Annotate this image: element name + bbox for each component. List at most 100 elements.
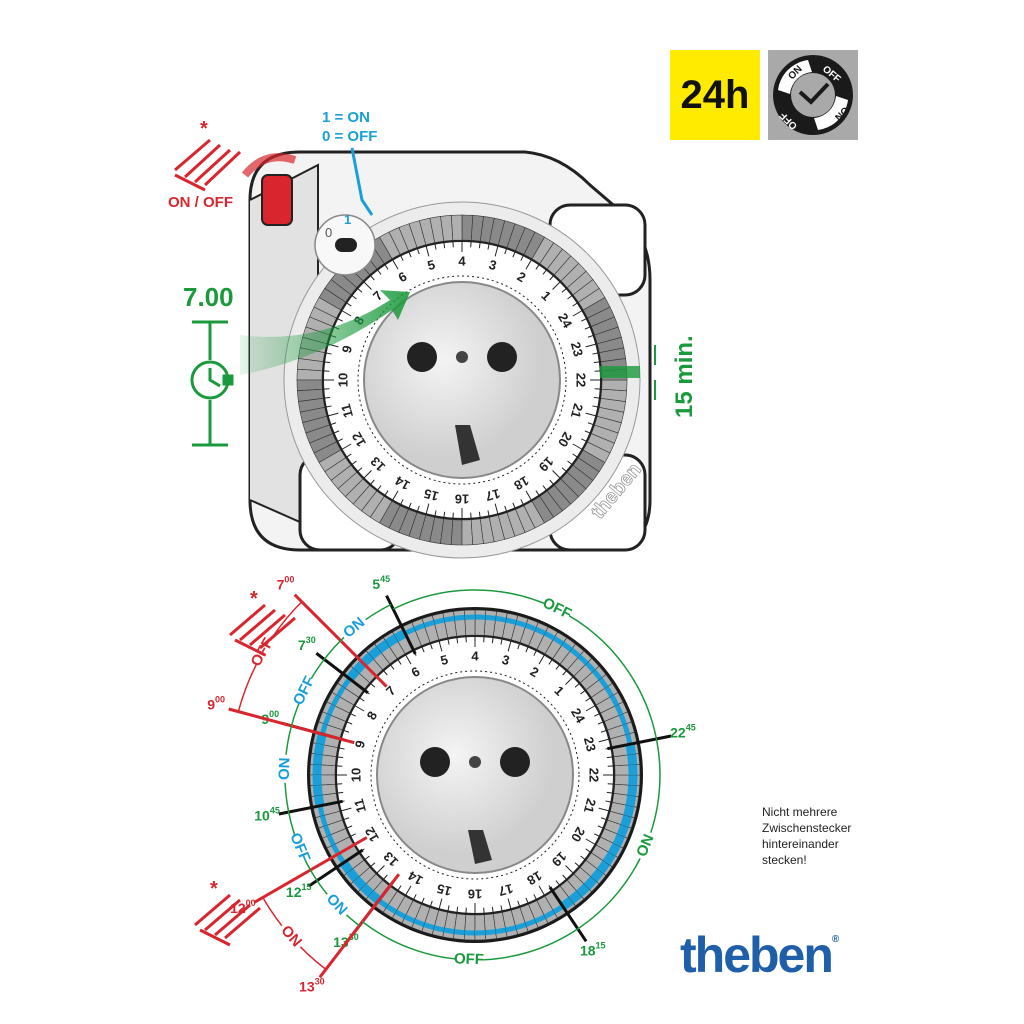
- hour-label: 22: [574, 373, 589, 387]
- hour-label: 17: [497, 881, 515, 899]
- hour-label: 12: [349, 430, 369, 450]
- switching-segment[interactable]: [601, 379, 628, 392]
- segment-state-band: [620, 814, 632, 828]
- segment-state-band: [423, 619, 435, 628]
- hour-tick: [447, 905, 450, 912]
- switch-time-label: 900: [207, 695, 225, 712]
- segment-state-band: [323, 824, 332, 837]
- hour-tick: [500, 638, 503, 645]
- hour-label: 18: [512, 473, 532, 493]
- hour-tick: [376, 485, 382, 491]
- segment-state-band: [352, 876, 367, 890]
- segment-state-band: [505, 925, 517, 933]
- hour-label: 23: [568, 340, 586, 358]
- hour-tick: [478, 242, 481, 249]
- hour-tick: [357, 287, 363, 293]
- switching-segment[interactable]: [450, 519, 463, 546]
- on-off-mode-badge: ON OFF OFF ON: [768, 50, 858, 140]
- hour-tick: [517, 900, 521, 907]
- hour-tick: [533, 650, 537, 656]
- hour-tick: [512, 502, 516, 509]
- segment-state-band: [339, 860, 354, 874]
- segment-state-band: [625, 733, 633, 745]
- hour-label: 16: [468, 887, 482, 902]
- interval-label-bg: [275, 920, 307, 953]
- minute-ticks: [357, 275, 567, 485]
- switch-time-label: 700: [277, 575, 295, 592]
- hour-tick: [343, 729, 350, 733]
- socket-hole-right: [500, 747, 530, 777]
- set-time-arrow-icon: [240, 290, 410, 375]
- hour-tick: [565, 865, 574, 874]
- switch-on-legend: 1 = ON: [322, 109, 370, 126]
- hour-tick: [384, 490, 389, 496]
- hour-label: 12: [362, 825, 382, 845]
- segment-step-label: 15 min.: [671, 335, 698, 418]
- manual-onoff-label: ON / OFF: [168, 194, 233, 211]
- manual-switch-knob[interactable]: [261, 174, 293, 226]
- hour-tick: [504, 505, 508, 512]
- hour-tick: [552, 470, 561, 479]
- hour-tick: [346, 453, 352, 458]
- hour-tick: [535, 264, 540, 270]
- hour-label: 10: [335, 373, 350, 387]
- hour-tick: [585, 705, 596, 712]
- switching-segment[interactable]: [474, 609, 487, 636]
- segment-state-band: [622, 723, 631, 735]
- hour-tick: [478, 511, 481, 518]
- hour-tick: [538, 654, 545, 665]
- clock-symbol-icon: [190, 320, 234, 447]
- hour-tick: [369, 275, 375, 281]
- interval-label-bg: [338, 613, 371, 644]
- switch-time-marker: [607, 734, 672, 751]
- segment-state-band: [360, 652, 374, 667]
- hour-tick: [574, 682, 580, 688]
- hour-tick: [341, 310, 352, 317]
- segment-state-band: [384, 634, 399, 648]
- channel-switch[interactable]: 1 0: [314, 212, 376, 276]
- hour-tick: [598, 807, 610, 812]
- interval-label-bg: [276, 754, 294, 784]
- interval-label-bg: [286, 831, 313, 864]
- switch-time-label: 2245: [670, 723, 696, 740]
- 24h-badge: 24h: [670, 50, 760, 140]
- hour-tick: [504, 248, 508, 255]
- socket-bottom: [376, 676, 574, 874]
- switch-time-label: 730: [298, 635, 316, 652]
- hour-tick: [330, 422, 337, 426]
- rotate-arrow-icon: [241, 153, 297, 178]
- switching-segment[interactable]: [461, 214, 474, 241]
- switch-time-label: 1045: [254, 806, 280, 823]
- switch-position-0: 0: [325, 225, 332, 240]
- hour-tick: [598, 738, 610, 743]
- hour-tick: [597, 825, 604, 829]
- note-line: Zwischenstecker: [762, 821, 852, 835]
- hour-tick: [597, 721, 604, 725]
- hour-tick: [507, 640, 512, 652]
- segment-state-band: [609, 694, 619, 707]
- segment-state-band: [602, 851, 616, 866]
- hour-tick: [397, 885, 402, 891]
- hour-tick: [421, 897, 425, 904]
- switching-segment[interactable]: [296, 368, 323, 381]
- segment-state-band: [376, 639, 390, 654]
- 24h-label: 24h: [680, 72, 750, 117]
- segment-state-band: [315, 732, 327, 746]
- manual-switch-marker: [318, 873, 401, 979]
- segment-state-band: [596, 860, 611, 874]
- switching-segment[interactable]: [463, 914, 476, 941]
- hour-tick: [351, 460, 357, 466]
- asterisk-note-2: *: [210, 878, 218, 900]
- socket-hole-left: [407, 342, 437, 372]
- segment-state-band: [485, 614, 496, 621]
- switch-off-legend: 0 = OFF: [322, 128, 377, 145]
- hour-label: 3: [500, 652, 511, 668]
- hour-tick: [382, 874, 388, 880]
- hour-tick: [456, 906, 459, 913]
- hour-tick: [525, 897, 529, 904]
- hour-tick: [405, 885, 412, 896]
- hour-tick: [491, 637, 494, 644]
- hour-label: 10: [348, 768, 363, 782]
- switch-time-marker: [307, 848, 364, 888]
